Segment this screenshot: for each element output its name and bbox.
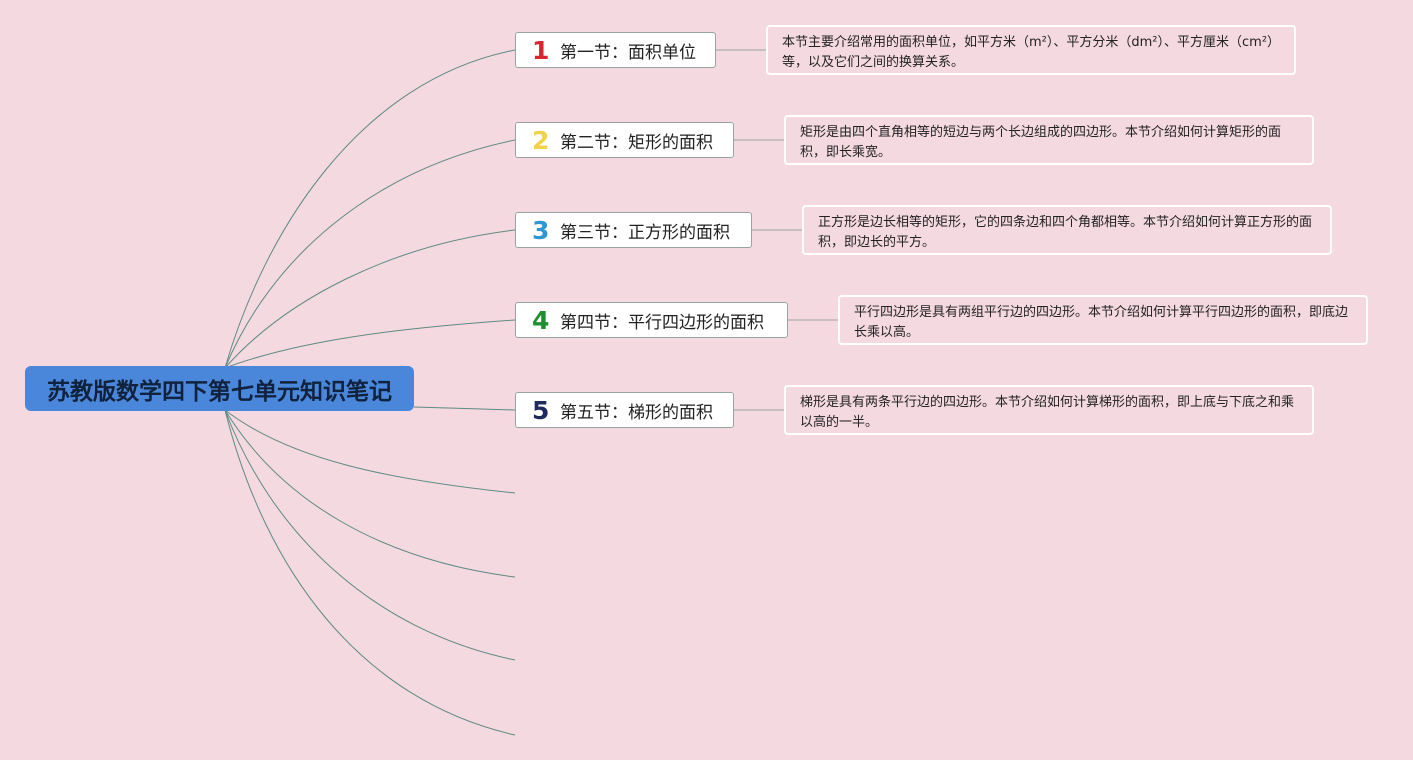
note-section-5[interactable]: 梯形是具有两条平行边的四边形。本节介绍如何计算梯形的面积，即上底与下底之和乘以高… bbox=[784, 385, 1314, 435]
central-topic[interactable]: 苏教版数学四下第七单元知识笔记 bbox=[25, 366, 414, 411]
note-text: 平行四边形是具有两组平行边的四边形。本节介绍如何计算平行四边形的面积，即底边长乘… bbox=[854, 305, 1349, 340]
note-text: 本节主要介绍常用的面积单位，如平方米（m²）、平方分米（dm²）、平方厘米（cm… bbox=[782, 35, 1274, 70]
number-2-icon: 2 bbox=[532, 125, 550, 155]
note-text: 矩形是由四个直角相等的短边与两个长边组成的四边形。本节介绍如何计算矩形的面积，即… bbox=[800, 125, 1282, 160]
note-section-1[interactable]: 本节主要介绍常用的面积单位，如平方米（m²）、平方分米（dm²）、平方厘米（cm… bbox=[766, 25, 1296, 75]
topic-section-3[interactable]: 3 第三节：正方形的面积 bbox=[515, 212, 752, 248]
number-5-icon: 5 bbox=[532, 395, 550, 425]
branch-line-4 bbox=[224, 319, 516, 369]
branch-line-empty-3 bbox=[224, 409, 516, 661]
branch-line-3 bbox=[224, 229, 516, 369]
topic-label: 第二节：矩形的面积 bbox=[560, 132, 713, 153]
branch-line-empty-4 bbox=[224, 409, 516, 736]
topic-section-5[interactable]: 5 第五节：梯形的面积 bbox=[515, 392, 734, 428]
branch-line-empty-1 bbox=[224, 409, 516, 494]
number-1-icon: 1 bbox=[532, 35, 550, 65]
branch-line-1 bbox=[224, 49, 516, 369]
topic-label: 第五节：梯形的面积 bbox=[560, 402, 713, 423]
topic-label: 第四节：平行四边形的面积 bbox=[560, 312, 764, 333]
note-text: 正方形是边长相等的矩形，它的四条边和四个角都相等。本节介绍如何计算正方形的面积，… bbox=[818, 215, 1313, 250]
note-section-3[interactable]: 正方形是边长相等的矩形，它的四条边和四个角都相等。本节介绍如何计算正方形的面积，… bbox=[802, 205, 1332, 255]
topic-section-2[interactable]: 2 第二节：矩形的面积 bbox=[515, 122, 734, 158]
branch-line-empty-2 bbox=[224, 409, 516, 578]
note-section-4[interactable]: 平行四边形是具有两组平行边的四边形。本节介绍如何计算平行四边形的面积，即底边长乘… bbox=[838, 295, 1368, 345]
number-4-icon: 4 bbox=[532, 305, 550, 335]
topic-label: 第一节：面积单位 bbox=[560, 42, 696, 63]
topic-section-1[interactable]: 1 第一节：面积单位 bbox=[515, 32, 716, 68]
topic-section-4[interactable]: 4 第四节：平行四边形的面积 bbox=[515, 302, 788, 338]
topic-label: 第三节：正方形的面积 bbox=[560, 222, 730, 243]
note-section-2[interactable]: 矩形是由四个直角相等的短边与两个长边组成的四边形。本节介绍如何计算矩形的面积，即… bbox=[784, 115, 1314, 165]
branch-line-5 bbox=[413, 406, 516, 411]
branch-line-2 bbox=[224, 139, 516, 369]
number-3-icon: 3 bbox=[532, 215, 550, 245]
note-text: 梯形是具有两条平行边的四边形。本节介绍如何计算梯形的面积，即上底与下底之和乘以高… bbox=[800, 395, 1295, 430]
